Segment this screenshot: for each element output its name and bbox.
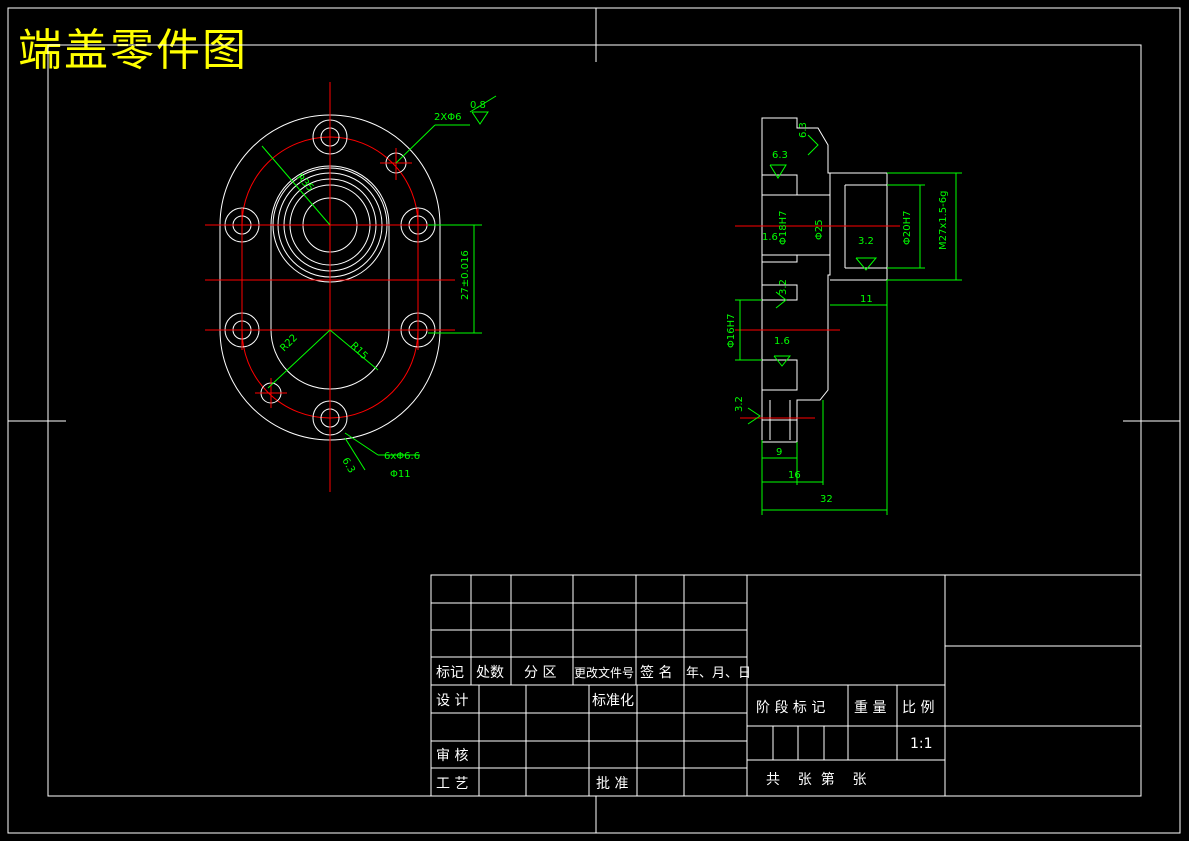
tb-qianming: 签 名: [640, 664, 672, 681]
dim-phi25: Φ25: [814, 219, 825, 240]
tb-nianyueri: 年、月、日: [686, 666, 751, 681]
front-dims: [261, 95, 497, 471]
title-block-text: 标记 处数 分 区 更改文件号 签 名 年、月、日 设 计 标准化 审 核 工 …: [436, 664, 934, 792]
tb-bili: 比 例: [902, 700, 934, 716]
dim-9: 9: [776, 447, 782, 458]
dim-32: 32: [820, 494, 833, 505]
dim-phi18h7: Φ18H7: [778, 211, 789, 245]
dim-6x-phi66: 6xΦ6.6: [384, 451, 420, 462]
section-centerlines: [735, 225, 900, 419]
section-dims: [735, 134, 962, 515]
tb-shenhe: 审 核: [436, 748, 468, 764]
tb-fenqu: 分 区: [524, 665, 556, 681]
tb-pizhun: 批 准: [596, 776, 628, 792]
inner-border: [47, 44, 1142, 797]
tb-gongyi: 工 艺: [436, 776, 468, 792]
dim-32-c: 3.2: [734, 396, 745, 412]
tb-jieduan: 阶 段 标 记: [756, 700, 825, 716]
dim-11: 11: [860, 294, 873, 305]
dim-32-b: 3.2: [778, 279, 789, 295]
section-view: 6.3 6.3 1.6 Φ18H7 Φ25 Φ20H7 M27x1.5-6g 3…: [726, 117, 962, 515]
front-centerlines: [205, 82, 455, 492]
dim-m27: M27x1.5-6g: [938, 191, 949, 251]
tb-biaoji: 标记: [436, 665, 464, 681]
tb-sheji: 设 计: [436, 693, 468, 709]
section-hatch-lower: [761, 254, 831, 421]
dim-27-tol: 27±0.016: [460, 250, 471, 300]
dim-r22: R22: [278, 332, 300, 354]
tb-scale-value: 1:1: [910, 736, 933, 752]
dim-16-a: 1.6: [762, 232, 778, 243]
front-view: 2XΦ6 0.8 R35 27±0.016 R22 R15 6xΦ6.6 Φ11…: [205, 82, 497, 492]
tb-sheets: 共 张 第 张: [766, 771, 867, 788]
dim-r15: R15: [348, 340, 370, 362]
tb-biaozhunhua: 标准化: [592, 693, 634, 709]
dim-2x-phi6: 2XΦ6: [434, 112, 461, 123]
tb-zhongliang: 重 量: [854, 700, 886, 716]
section-hatch-upper: [761, 117, 831, 196]
dim-phi11: Φ11: [390, 469, 411, 480]
section-outline: [761, 118, 888, 443]
dim-roughness-08: 0.8: [470, 100, 486, 111]
dim-phi16h7: Φ16H7: [726, 314, 737, 348]
dim-16: 16: [788, 470, 801, 481]
dim-63-a: 6.3: [798, 122, 809, 138]
dim-32-a: 3.2: [858, 236, 874, 247]
dim-63-bottom: 6.3: [339, 456, 356, 475]
dim-63-b: 6.3: [772, 150, 788, 161]
title-block: [430, 574, 1142, 797]
tb-chushu: 处数: [476, 665, 504, 681]
dim-phi20h7: Φ20H7: [902, 211, 913, 245]
drawing-title: 端盖零件图: [18, 25, 248, 76]
tb-genggai: 更改文件号: [574, 665, 634, 680]
dim-16-b: 1.6: [774, 336, 790, 347]
outer-border: [7, 7, 1181, 834]
